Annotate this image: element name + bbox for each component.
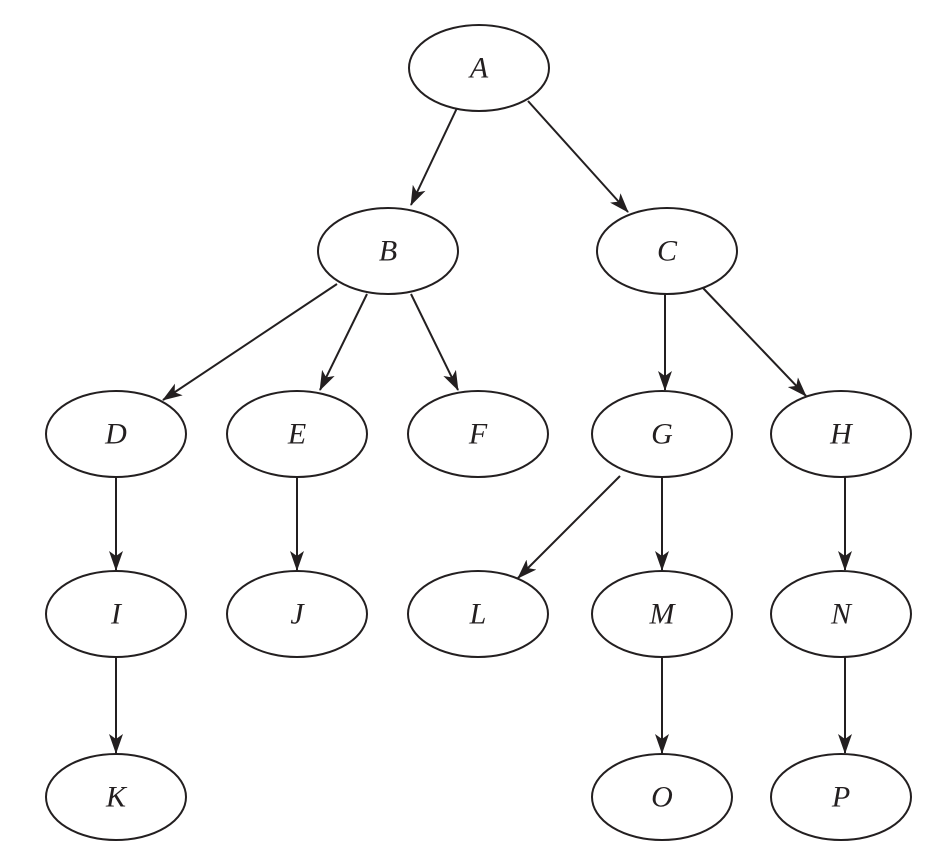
node-p-label: P [831, 781, 850, 814]
edge-g-to-l-arrow [517, 475, 621, 579]
node-a-ellipse [408, 24, 550, 112]
edge-b-to-e-arrow [319, 293, 368, 391]
node-d: D [45, 390, 187, 478]
node-c: C [596, 207, 738, 295]
edge-a-to-c-arrow [527, 100, 629, 213]
node-l: L [407, 570, 549, 658]
node-e-label: E [287, 418, 306, 451]
node-e: E [226, 390, 368, 478]
node-f: F [407, 390, 549, 478]
node-f-ellipse [407, 390, 549, 478]
node-c-ellipse [596, 207, 738, 295]
node-p-ellipse [770, 753, 912, 841]
node-o: O [591, 753, 733, 841]
node-n: N [770, 570, 912, 658]
node-l-label: L [469, 598, 487, 631]
node-n-ellipse [770, 570, 912, 658]
nodes-layer: A B C D E F G H I J L M N K O P [45, 24, 912, 841]
edge-b-to-d-arrow [162, 283, 338, 401]
node-d-label: D [104, 418, 127, 451]
node-i-ellipse [45, 570, 187, 658]
node-m-label: M [649, 598, 677, 631]
node-j-ellipse [226, 570, 368, 658]
node-b-ellipse [317, 207, 459, 295]
node-k-ellipse [45, 753, 187, 841]
node-f-label: F [468, 418, 488, 451]
node-m: M [591, 570, 733, 658]
node-p: P [770, 753, 912, 841]
node-b-label: B [379, 235, 397, 268]
edge-a-to-b-arrow [410, 107, 458, 206]
node-i: I [45, 570, 187, 658]
node-h: H [770, 390, 912, 478]
node-d-ellipse [45, 390, 187, 478]
node-g-label: G [651, 418, 673, 451]
node-j: J [226, 570, 368, 658]
node-o-ellipse [591, 753, 733, 841]
edge-c-to-h-arrow [702, 287, 807, 397]
node-j-label: J [290, 598, 305, 631]
node-k-label: K [105, 781, 128, 814]
node-a-label: A [468, 52, 489, 85]
edge-b-to-f-arrow [410, 293, 459, 391]
node-h-label: H [829, 418, 854, 451]
node-g: G [591, 390, 733, 478]
node-e-ellipse [226, 390, 368, 478]
node-g-ellipse [591, 390, 733, 478]
node-b: B [317, 207, 459, 295]
node-o-label: O [651, 781, 673, 814]
node-h-ellipse [770, 390, 912, 478]
node-l-ellipse [407, 570, 549, 658]
edges-layer [109, 100, 852, 754]
node-m-ellipse [591, 570, 733, 658]
node-c-label: C [657, 235, 678, 268]
node-n-label: N [830, 598, 853, 631]
node-k: K [45, 753, 187, 841]
node-i-label: I [110, 598, 123, 631]
node-a: A [408, 24, 550, 112]
